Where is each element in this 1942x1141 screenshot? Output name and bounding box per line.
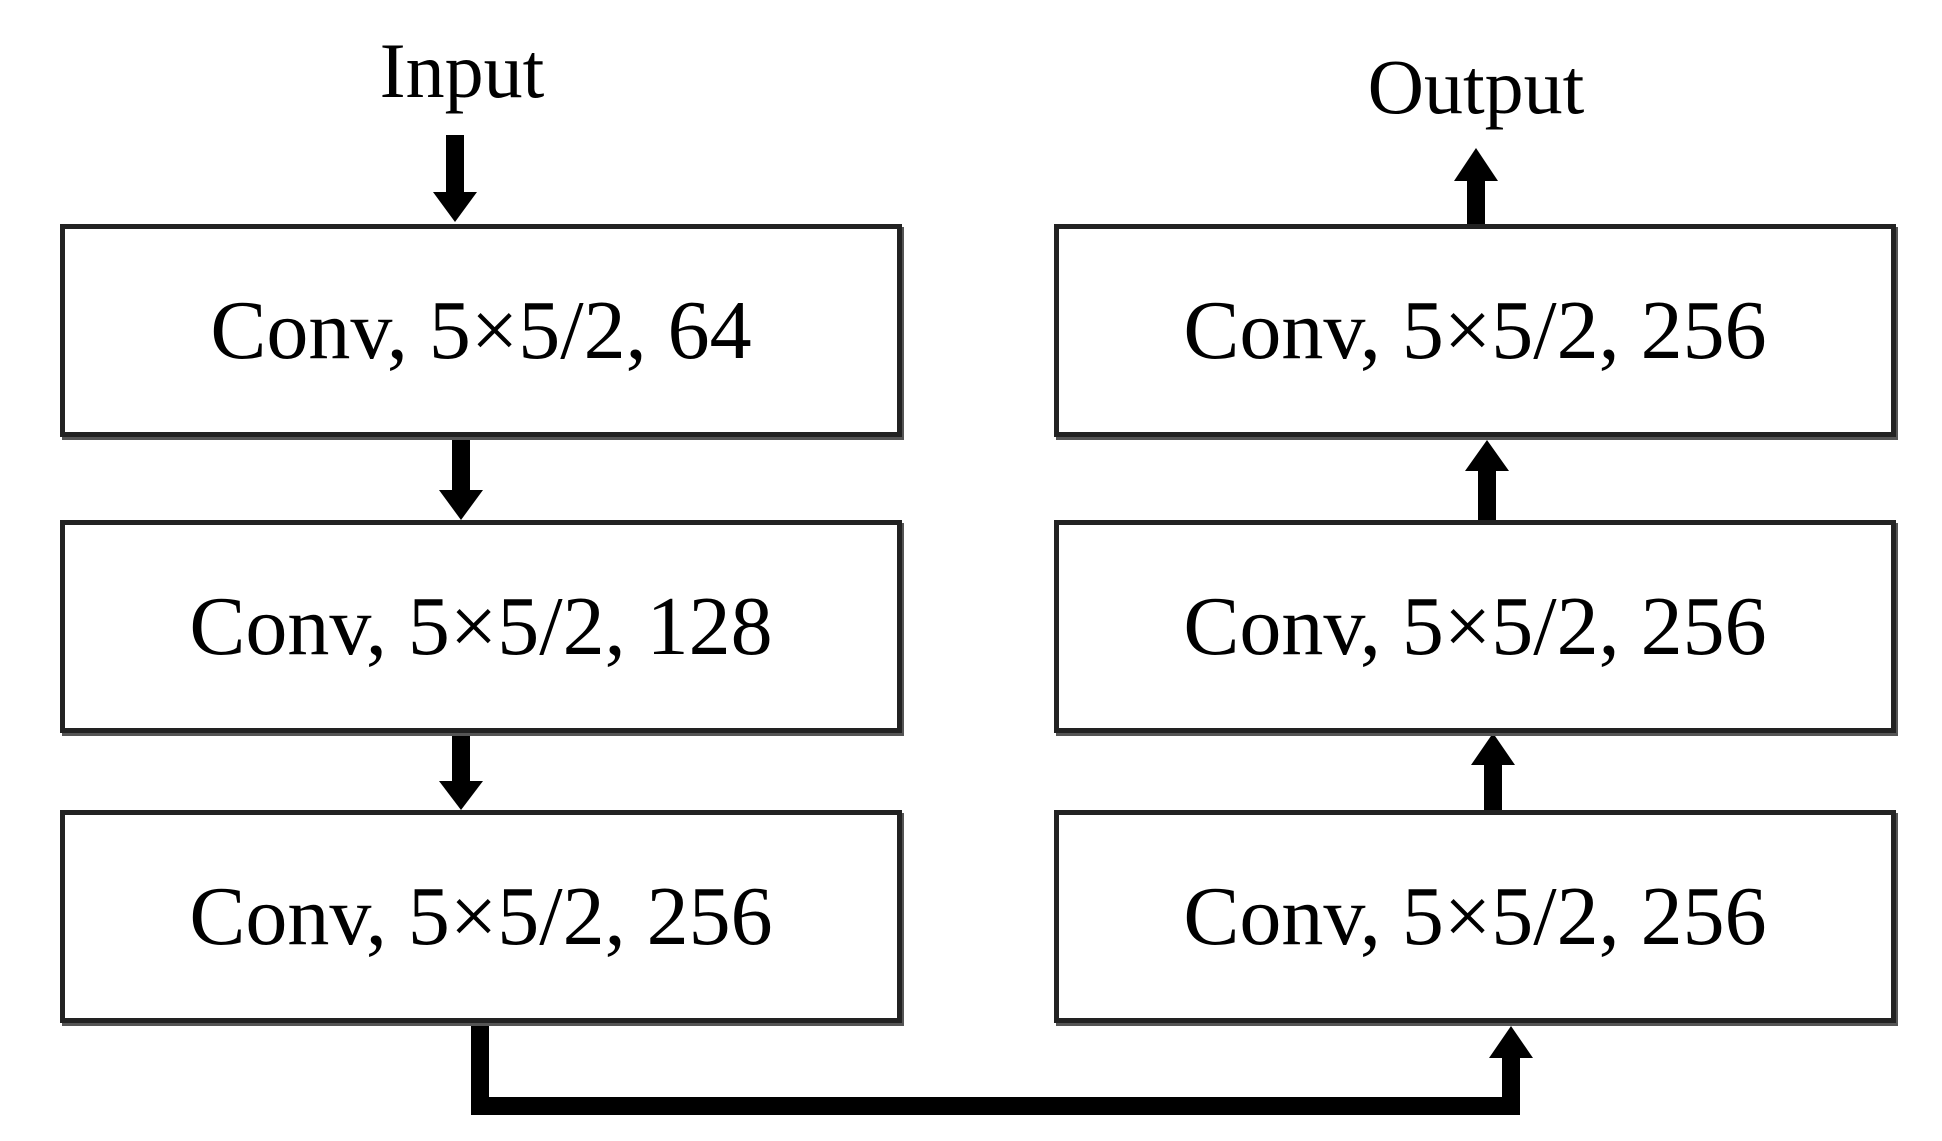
decoder-block-3: Conv, 5×5/2, 256 <box>1054 810 1896 1023</box>
input-label: Input <box>379 27 545 114</box>
skip-connector-arrow <box>471 1023 1533 1115</box>
decoder-block-2-label: Conv, 5×5/2, 256 <box>1183 579 1767 673</box>
encoder-block-1: Conv, 5×5/2, 64 <box>60 224 902 437</box>
decoder-block-1: Conv, 5×5/2, 256 <box>1054 224 1896 437</box>
encoder-block-3-label: Conv, 5×5/2, 256 <box>189 869 773 963</box>
output-label: Output <box>1367 43 1585 130</box>
output-arrow <box>1454 148 1498 228</box>
arrow-encoder-1-2 <box>439 437 483 520</box>
decoder-block-3-label: Conv, 5×5/2, 256 <box>1183 869 1767 963</box>
arrow-encoder-2-3 <box>439 730 483 810</box>
encoder-block-2-label: Conv, 5×5/2, 128 <box>189 579 773 673</box>
encoder-block-3: Conv, 5×5/2, 256 <box>60 810 902 1023</box>
arrow-decoder-3-2 <box>1471 733 1515 814</box>
encoder-block-2: Conv, 5×5/2, 128 <box>60 520 902 733</box>
encoder-block-1-label: Conv, 5×5/2, 64 <box>210 283 752 377</box>
input-arrow <box>433 135 477 222</box>
decoder-block-1-label: Conv, 5×5/2, 256 <box>1183 283 1767 377</box>
arrow-decoder-2-1 <box>1465 440 1509 524</box>
decoder-block-2: Conv, 5×5/2, 256 <box>1054 520 1896 733</box>
